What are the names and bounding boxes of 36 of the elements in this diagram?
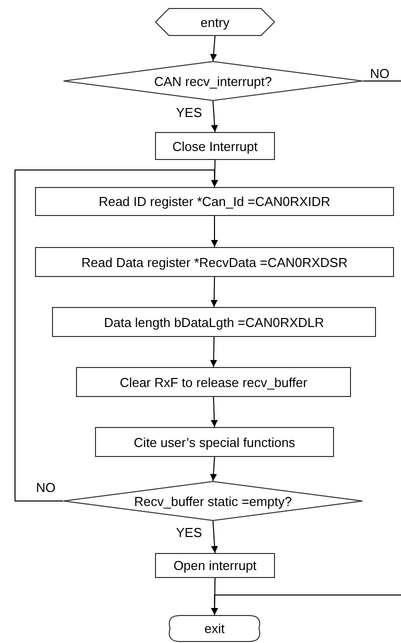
process-box bbox=[155, 553, 275, 578]
decision-diamond bbox=[63, 481, 363, 521]
arrow bbox=[210, 36, 218, 62]
arrow bbox=[14, 170, 218, 502]
start-hexagon bbox=[155, 8, 275, 36]
node-text: Clear RxF to release recv_buffer bbox=[120, 374, 308, 390]
node-text: Read Data register *RecvData =CAN0RXDSR bbox=[81, 254, 348, 270]
process-box bbox=[35, 187, 394, 216]
node-text: Close Interrupt bbox=[172, 138, 258, 154]
process-box bbox=[76, 367, 351, 397]
edge-label: YES bbox=[176, 526, 202, 540]
node-text: CAN recv_interrupt? bbox=[154, 74, 272, 88]
arrow bbox=[210, 276, 218, 308]
edge-label: NO bbox=[370, 67, 390, 81]
process-box bbox=[35, 247, 394, 277]
arrow bbox=[211, 520, 218, 554]
arrow bbox=[211, 100, 218, 132]
edge-label: NO bbox=[36, 481, 56, 495]
end-terminal bbox=[166, 615, 263, 642]
node-text: Data length bDataLgth =CAN0RXDLR bbox=[104, 314, 324, 330]
node-text: Recv_buffer static =empty? bbox=[134, 494, 292, 508]
process-box bbox=[52, 307, 376, 337]
arrow bbox=[210, 396, 218, 428]
node-text: entry bbox=[200, 14, 230, 30]
node-text: Cite user’s special functions bbox=[134, 434, 296, 450]
node-text: Read ID register *Can_Id =CAN0RXIDR bbox=[98, 194, 330, 209]
arrow bbox=[210, 456, 217, 482]
process-box bbox=[155, 132, 275, 160]
edge-label: YES bbox=[176, 106, 202, 120]
arrow bbox=[211, 594, 401, 616]
decision-diamond bbox=[63, 61, 363, 101]
arrow bbox=[210, 336, 218, 368]
node-text: Open interrupt bbox=[173, 558, 257, 573]
arrow bbox=[211, 216, 218, 248]
process-box bbox=[95, 427, 334, 457]
node-text: exit bbox=[204, 621, 225, 636]
